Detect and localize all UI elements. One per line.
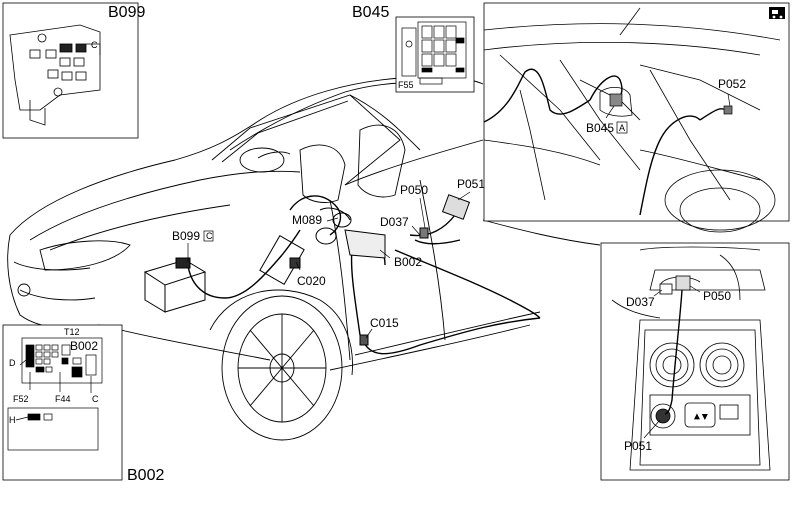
battery-icon bbox=[143, 257, 207, 313]
car-rear-icon bbox=[769, 7, 785, 19]
label-b099c: B099 bbox=[172, 229, 200, 243]
console-p050: P050 bbox=[703, 289, 731, 303]
b002-d: D bbox=[9, 358, 16, 368]
front-wheel bbox=[209, 289, 353, 441]
harness-components bbox=[259, 194, 471, 346]
b002-sub: B002 bbox=[70, 339, 98, 353]
label-p051: P051 bbox=[457, 177, 485, 191]
b002-title: B002 bbox=[127, 467, 164, 484]
label-m089: M089 bbox=[292, 213, 322, 227]
label-d037: D037 bbox=[380, 215, 409, 229]
console-p051: P051 bbox=[624, 439, 652, 453]
b099-pin-c: C bbox=[91, 40, 98, 50]
b099-title: B099 bbox=[108, 4, 145, 21]
car-body-outline bbox=[7, 76, 601, 371]
label-c020: C020 bbox=[297, 274, 326, 288]
b002-h: H bbox=[9, 415, 16, 425]
b002-f52: F52 bbox=[13, 394, 29, 404]
panel-b002: T12 B002 D H F52 F44 C B002 bbox=[2, 324, 164, 484]
panel-b099: B099 C bbox=[2, 2, 145, 139]
panel-rear-interior: B045 A P052 bbox=[483, 2, 790, 233]
main-callouts bbox=[187, 191, 471, 339]
b045-fuse: F55 bbox=[398, 80, 414, 90]
panel-console: ▲▼ D037 P050 P051 bbox=[600, 242, 790, 481]
b002-t12: T12 bbox=[64, 327, 80, 337]
rear-p052: P052 bbox=[718, 77, 746, 91]
b045-title: B045 bbox=[352, 4, 389, 21]
console-d037: D037 bbox=[626, 295, 655, 309]
label-c015: C015 bbox=[370, 316, 399, 330]
label-b099c-box-text: C bbox=[206, 231, 213, 241]
b002-c: C bbox=[92, 394, 99, 404]
label-p050: P050 bbox=[400, 183, 428, 197]
rear-b045a-box bbox=[616, 121, 628, 134]
label-b099c-box bbox=[203, 230, 214, 242]
b002-f44: F44 bbox=[55, 394, 71, 404]
rear-b045a: B045 bbox=[586, 121, 614, 135]
rear-b045a-box-text: A bbox=[619, 123, 625, 133]
label-b002: B002 bbox=[394, 255, 422, 269]
svg-text:▲▼: ▲▼ bbox=[693, 412, 709, 421]
panel-b045: B045 F55 bbox=[352, 4, 475, 93]
